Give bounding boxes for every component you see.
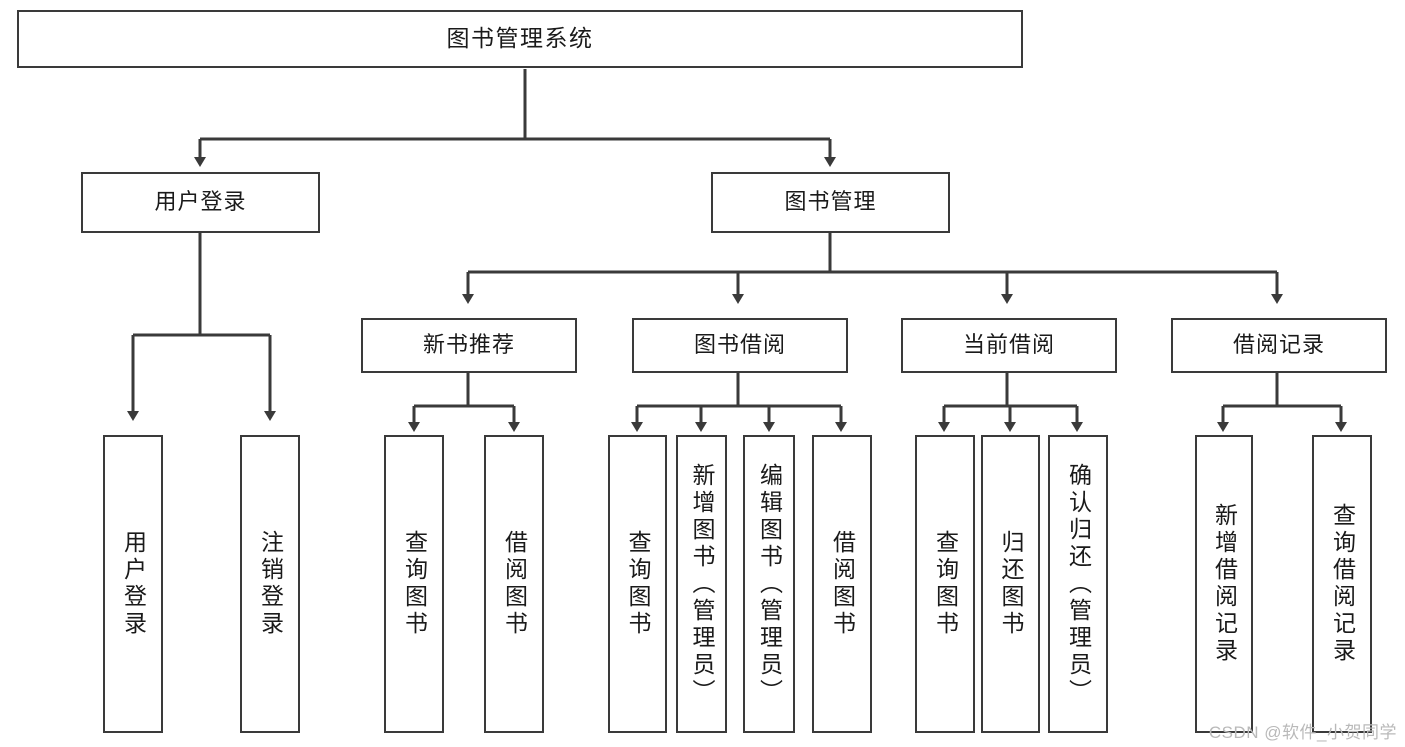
node-book-management[interactable]: 图书管理: [711, 172, 950, 233]
node-label: 查询借阅记录: [1329, 503, 1356, 665]
leaf-edit-book-admin[interactable]: 编辑图书（管理员）: [743, 435, 795, 733]
node-label: 归还图书: [998, 530, 1024, 638]
leaf-borrow-books-newbook[interactable]: 借阅图书: [484, 435, 544, 733]
node-root-system[interactable]: 图书管理系统: [17, 10, 1023, 68]
node-label: 借阅记录: [1232, 332, 1325, 358]
node-label: 新增图书（管理员）: [689, 462, 715, 706]
leaf-add-borrow-record[interactable]: 新增借阅记录: [1195, 435, 1253, 733]
leaf-query-books-current[interactable]: 查询图书: [915, 435, 975, 733]
node-borrow-records[interactable]: 借阅记录: [1171, 318, 1387, 373]
node-label: 图书借阅: [693, 332, 786, 358]
leaf-user-login[interactable]: 用户登录: [103, 435, 163, 733]
node-label: 借阅图书: [501, 530, 528, 638]
leaf-query-books-newbook[interactable]: 查询图书: [384, 435, 444, 733]
node-label: 注销登录: [257, 530, 284, 638]
node-label: 查询图书: [625, 530, 651, 638]
node-label: 用户登录: [154, 189, 247, 215]
node-current-borrow[interactable]: 当前借阅: [901, 318, 1117, 373]
node-new-book-recommend[interactable]: 新书推荐: [361, 318, 577, 373]
leaf-query-borrow-record[interactable]: 查询借阅记录: [1312, 435, 1372, 733]
node-label: 用户登录: [120, 530, 147, 638]
node-user-login[interactable]: 用户登录: [81, 172, 320, 233]
leaf-confirm-return-admin[interactable]: 确认归还（管理员）: [1048, 435, 1108, 733]
csdn-watermark: CSDN @软件_小贺同学: [1208, 723, 1397, 742]
leaf-logout[interactable]: 注销登录: [240, 435, 300, 733]
node-label: 确认归还（管理员）: [1065, 462, 1092, 706]
leaf-borrow-book[interactable]: 借阅图书: [812, 435, 872, 733]
node-label: 图书管理: [784, 189, 877, 215]
node-book-borrow[interactable]: 图书借阅: [632, 318, 848, 373]
node-label: 编辑图书（管理员）: [756, 462, 783, 706]
node-label: 当前借阅: [962, 332, 1055, 358]
leaf-query-books-borrow[interactable]: 查询图书: [608, 435, 667, 733]
node-label: 新书推荐: [422, 332, 515, 358]
leaf-add-book-admin[interactable]: 新增图书（管理员）: [676, 435, 727, 733]
node-label: 新增借阅记录: [1211, 503, 1238, 665]
node-label: 查询图书: [401, 530, 428, 638]
leaf-return-book[interactable]: 归还图书: [981, 435, 1040, 733]
node-label: 借阅图书: [829, 530, 856, 638]
node-label: 查询图书: [932, 530, 959, 638]
node-label: 图书管理系统: [446, 25, 594, 52]
